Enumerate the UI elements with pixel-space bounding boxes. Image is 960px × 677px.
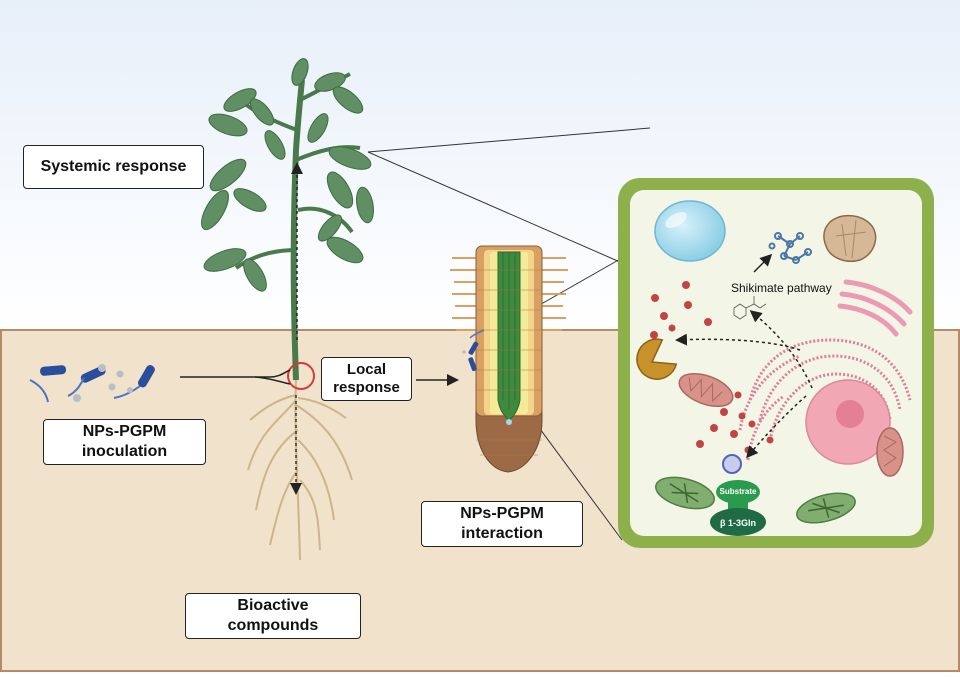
- systemic-response-label: Systemic response: [23, 145, 204, 189]
- shikimate-structure: [733, 296, 767, 320]
- membrane-receptor: [722, 454, 742, 474]
- nps-pgpm-microbes: [29, 364, 155, 403]
- nucleolus: [836, 400, 864, 428]
- substrate-receptor: [710, 480, 766, 536]
- vacuole: [654, 200, 726, 262]
- golgi-apparatus: [837, 279, 913, 337]
- bioactive-text-line2: compounds: [227, 617, 319, 634]
- shikimate-arrow: [753, 253, 773, 273]
- local-response-text-line1: Local: [346, 361, 387, 378]
- shikimate-label: Shikimate pathway: [731, 281, 832, 295]
- local-response-label: Local response: [321, 357, 412, 401]
- plant-cell: [618, 178, 934, 548]
- enzyme: [636, 338, 678, 380]
- amyloplast: [823, 214, 877, 262]
- signal-arrow-to-receptor: [746, 395, 807, 459]
- plant-roots: [247, 379, 353, 561]
- signal-arrow-to-enzyme: [675, 333, 801, 351]
- root-tip-cross-section: [450, 245, 568, 473]
- zoom-line-bottom: [367, 151, 621, 263]
- metabolite-molecules: [768, 232, 812, 264]
- inoculation-text-line1: NPs-PGPM: [82, 423, 167, 440]
- mitochondria: [678, 372, 904, 477]
- interaction-text-line2: interaction: [461, 525, 543, 542]
- local-response-text-line2: response: [333, 379, 400, 396]
- inoculation-text-line2: inoculation: [81, 443, 168, 460]
- receptor-label: β 1-3Gln: [720, 518, 756, 528]
- systemic-response-text: Systemic response: [40, 158, 187, 175]
- plant-illustration: [201, 58, 374, 561]
- plant-leaves: [201, 58, 374, 292]
- interaction-text-line1: NPs-PGPM: [460, 505, 544, 522]
- reactive-oxygen-species: [650, 281, 774, 454]
- inoculation-site-circle: [287, 362, 315, 390]
- substrate-label: Substrate: [720, 487, 757, 496]
- zoom-line-top: [367, 127, 651, 153]
- chloroplasts: [655, 476, 856, 524]
- inoculation-arrow: [180, 369, 291, 378]
- bioactive-text-line1: Bioactive: [237, 597, 309, 614]
- inoculation-label: NPs-PGPM inoculation: [43, 419, 206, 465]
- plant-stem: [290, 79, 305, 381]
- bioactive-compounds-label: Bioactive compounds: [185, 593, 361, 639]
- interaction-label: NPs-PGPM interaction: [421, 501, 583, 547]
